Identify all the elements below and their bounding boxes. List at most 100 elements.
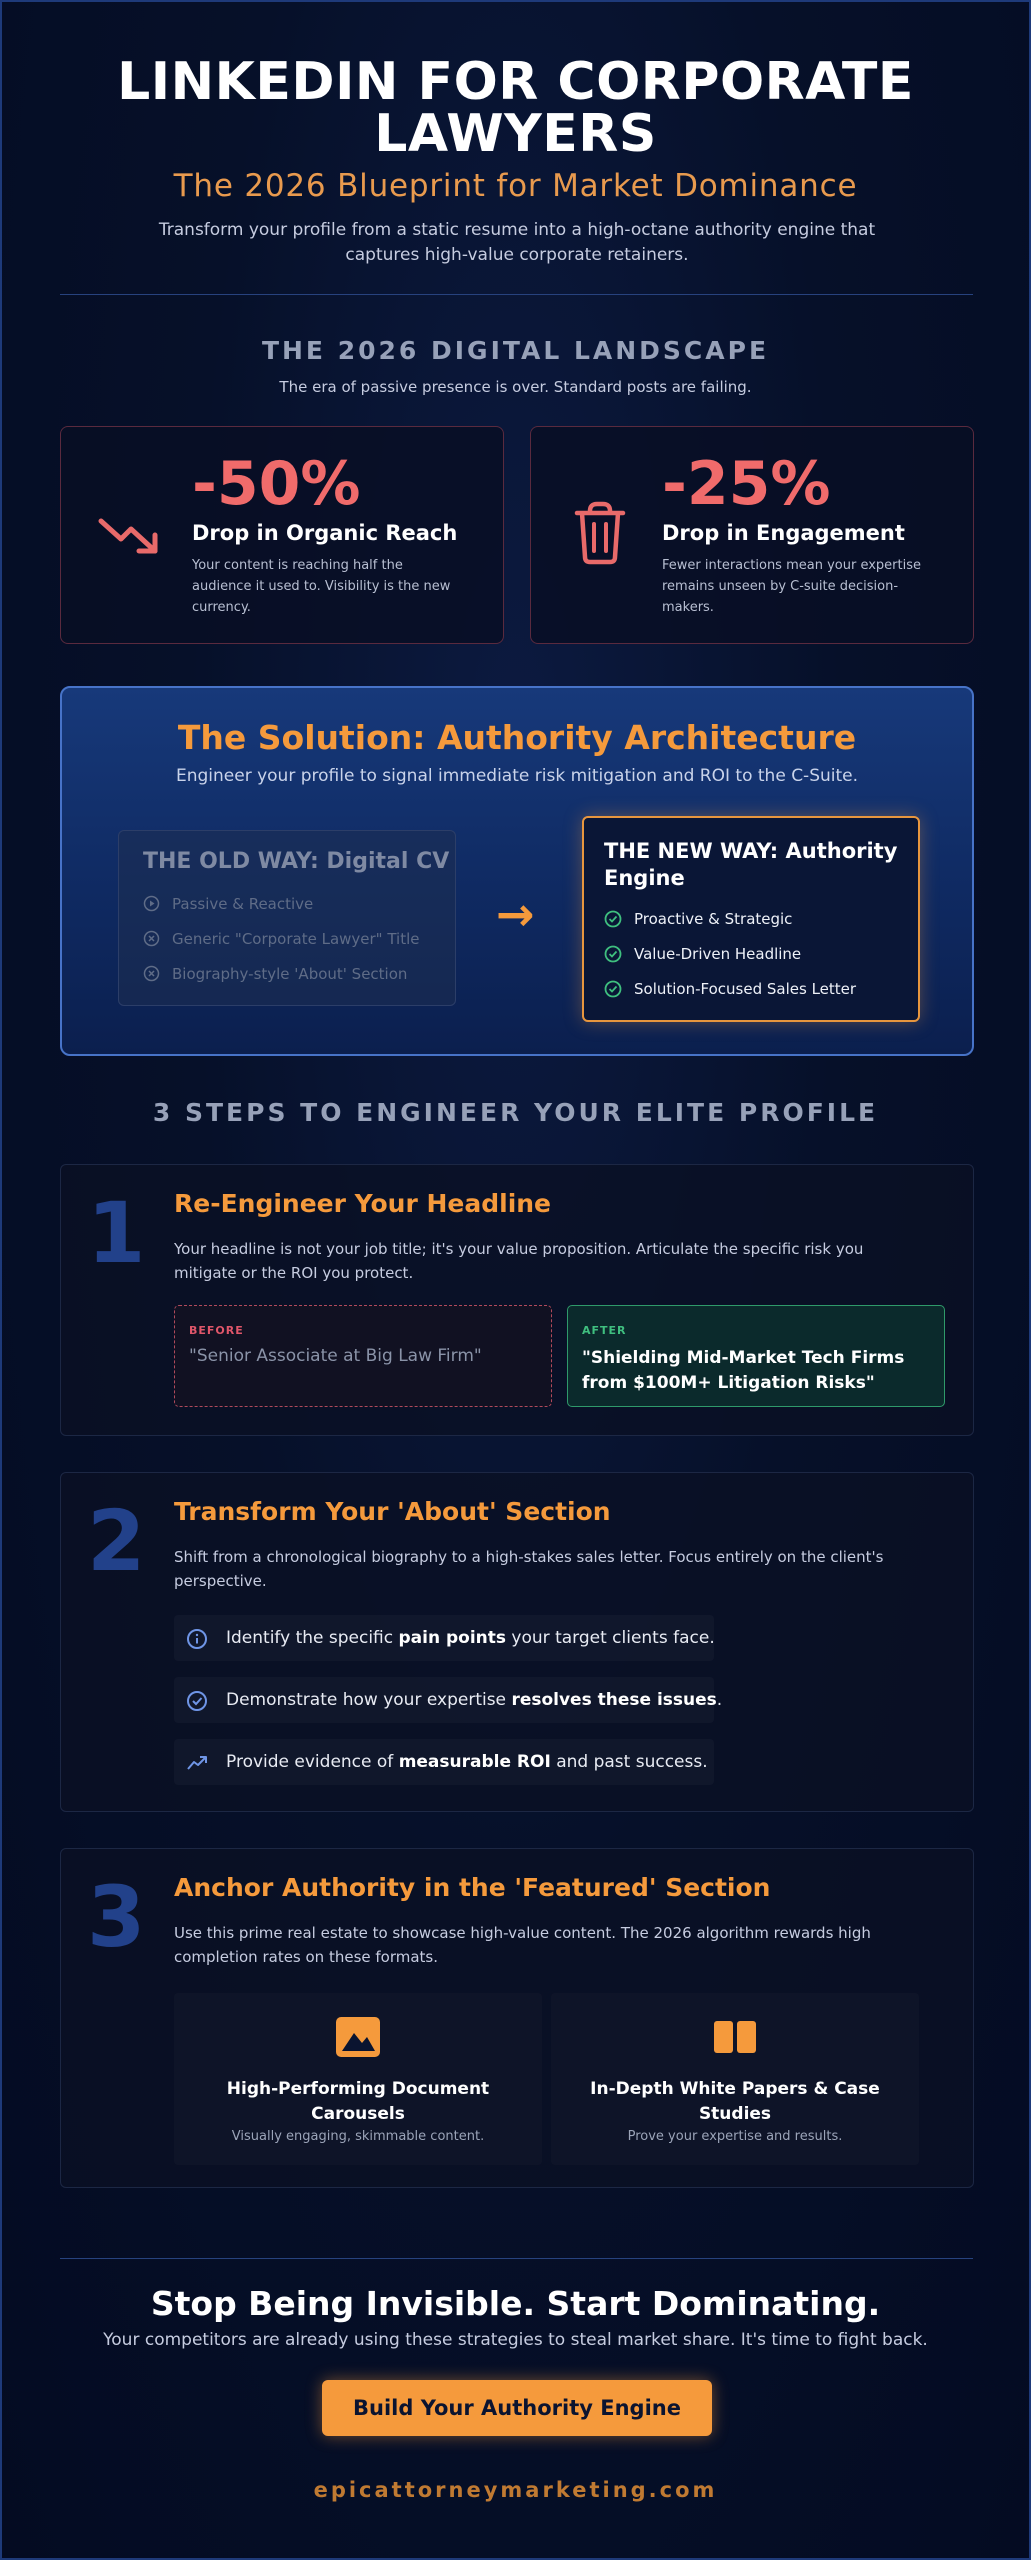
bullet-bold: measurable ROI — [398, 1752, 551, 1772]
after-tag: AFTER — [582, 1324, 627, 1337]
after-text: "Shielding Mid-Market Tech Firms from $1… — [582, 1346, 932, 1396]
bullet-post: and past success. — [550, 1752, 708, 1772]
page-subtitle: The 2026 Blueprint for Market Dominance — [173, 168, 858, 204]
new-way-item-label: Proactive & Strategic — [634, 910, 793, 928]
step-description: Shift from a chronological biography to … — [174, 1545, 914, 1593]
cta-subtitle: Your competitors are already using these… — [103, 2330, 928, 2350]
step-card-2: 2 Transform Your 'About' Section Shift f… — [60, 1472, 974, 1812]
old-way-title: THE OLD WAY: Digital CV — [143, 849, 450, 874]
landscape-subheading: The era of passive presence is over. Sta… — [279, 378, 752, 396]
solution-title: The Solution: Authority Architecture — [177, 718, 857, 757]
step-card-1: 1 Re-Engineer Your Headline Your headlin… — [60, 1164, 974, 1436]
stat-desc-line: Fewer interactions mean your expertise — [662, 558, 921, 573]
cta-title: Stop Being Invisible. Start Dominating. — [150, 2284, 881, 2323]
header-divider — [60, 294, 973, 295]
after-text-line: from $100M+ Litigation Risks" — [582, 1373, 875, 1393]
step-title: Transform Your 'About' Section — [174, 1497, 611, 1526]
stat-value: -25% — [662, 449, 831, 519]
featured-format-carousels: High-Performing Document Carousels Visua… — [174, 1993, 542, 2165]
bullet-pre: Demonstrate how your expertise — [226, 1690, 512, 1710]
featured-title-line: High-Performing Document — [226, 2079, 490, 2099]
old-way-item-label: Generic "Corporate Lawyer" Title — [172, 930, 420, 948]
stat-desc-line: Your content is reaching half the — [192, 558, 403, 573]
solution-panel: The Solution: Authority Architecture Eng… — [60, 686, 974, 1056]
featured-title-line: In-Depth White Papers & Case — [590, 2079, 880, 2099]
intro-text: Transform your profile from a static res… — [142, 218, 892, 268]
x-circle-icon — [143, 965, 160, 982]
build-authority-engine-button[interactable]: Build Your Authority Engine — [322, 2380, 712, 2436]
new-way-item: Proactive & Strategic — [604, 910, 792, 928]
step-title: Re-Engineer Your Headline — [174, 1189, 552, 1218]
footer-website-link[interactable]: epicattorneymarketing.com — [313, 2478, 718, 2502]
check-circle-icon — [604, 945, 622, 963]
stat-desc-line: makers. — [662, 600, 714, 615]
step-desc-line: Shift from a chronological biography to … — [174, 1548, 884, 1566]
arrow-right-icon: → — [496, 887, 535, 941]
new-way-title: THE NEW WAY: Authority Engine — [604, 838, 904, 892]
check-circle-icon — [604, 980, 622, 998]
new-way-item-label: Value-Driven Headline — [634, 945, 802, 963]
bullet-post: your target clients face. — [506, 1628, 715, 1648]
trash-icon — [574, 501, 626, 565]
intro-line2: captures high-value corporate retainers. — [345, 245, 689, 265]
steps-heading: 3 STEPS TO ENGINEER YOUR ELITE PROFILE — [152, 1098, 879, 1127]
play-circle-icon — [143, 895, 160, 912]
page-title-line2: LAWYERS — [374, 104, 657, 164]
old-way-item: Passive & Reactive — [143, 895, 313, 913]
info-icon — [187, 1629, 207, 1649]
bullet-pre: Identify the specific — [226, 1628, 399, 1648]
new-way-item: Value-Driven Headline — [604, 945, 801, 963]
about-bullet: Provide evidence of measurable ROI and p… — [174, 1739, 714, 1785]
intro-line1: Transform your profile from a static res… — [158, 220, 876, 240]
featured-description: Visually engaging, skimmable content. — [231, 2129, 485, 2144]
stat-label: Drop in Engagement — [662, 521, 905, 545]
cta-divider — [60, 2258, 973, 2259]
step-number: 3 — [87, 1868, 146, 1966]
featured-title: In-Depth White Papers & Case Studies — [571, 2077, 899, 2127]
new-way-title-line1: THE NEW WAY: Authority — [604, 839, 898, 863]
step-desc-line: completion rates on these formats. — [174, 1948, 439, 1966]
old-way-box: THE OLD WAY: Digital CV Passive & Reacti… — [118, 830, 456, 1006]
before-text: "Senior Associate at Big Law Firm" — [189, 1346, 482, 1366]
step-desc-line: perspective. — [174, 1572, 267, 1590]
stat-value: -50% — [192, 449, 361, 519]
new-way-title-line2: Engine — [604, 866, 685, 890]
stat-description: Your content is reaching half the audien… — [192, 555, 482, 618]
featured-title-line: Carousels — [311, 2104, 405, 2124]
landscape-heading: THE 2026 DIGITAL LANDSCAPE — [261, 336, 770, 365]
page-title-line1: LINKEDIN FOR CORPORATE — [117, 52, 914, 112]
bullet-text: Identify the specific pain points your t… — [226, 1628, 715, 1648]
old-way-item-label: Biography-style 'About' Section — [172, 965, 408, 983]
stat-card-reach: -50% Drop in Organic Reach Your content … — [60, 426, 504, 644]
book-icon — [714, 2021, 756, 2053]
bullet-bold: resolves these issues — [511, 1690, 717, 1710]
step-description: Your headline is not your job title; it'… — [174, 1237, 914, 1285]
after-example: AFTER "Shielding Mid-Market Tech Firms f… — [567, 1305, 945, 1407]
step-desc-line: mitigate or the ROI you protect. — [174, 1264, 414, 1282]
step-number: 2 — [87, 1492, 146, 1590]
after-text-line: "Shielding Mid-Market Tech Firms — [582, 1348, 905, 1368]
about-bullet: Identify the specific pain points your t… — [174, 1615, 715, 1661]
stat-card-engagement: -25% Drop in Engagement Fewer interactio… — [530, 426, 974, 644]
trending-down-icon — [98, 518, 158, 554]
trending-up-icon — [187, 1756, 207, 1770]
old-way-item: Biography-style 'About' Section — [143, 965, 407, 983]
solution-subtitle: Engineer your profile to signal immediat… — [175, 766, 859, 786]
check-circle-icon — [187, 1691, 207, 1711]
bullet-text: Demonstrate how your expertise resolves … — [226, 1690, 722, 1710]
step-card-3: 3 Anchor Authority in the 'Featured' Sec… — [60, 1848, 974, 2188]
new-way-item: Solution-Focused Sales Letter — [604, 980, 856, 998]
bullet-text: Provide evidence of measurable ROI and p… — [226, 1752, 708, 1772]
step-number: 1 — [87, 1184, 146, 1282]
featured-title: High-Performing Document Carousels — [194, 2077, 522, 2127]
new-way-item-label: Solution-Focused Sales Letter — [634, 980, 857, 998]
old-way-item-label: Passive & Reactive — [172, 895, 314, 913]
before-tag: BEFORE — [189, 1324, 244, 1337]
bullet-pre: Provide evidence of — [226, 1752, 399, 1772]
check-circle-icon — [604, 910, 622, 928]
featured-format-white-papers: In-Depth White Papers & Case Studies Pro… — [551, 1993, 919, 2165]
stat-desc-line: remains unseen by C-suite decision- — [662, 579, 899, 594]
about-bullet: Demonstrate how your expertise resolves … — [174, 1677, 722, 1723]
step-desc-line: Your headline is not your job title; it'… — [174, 1240, 864, 1258]
